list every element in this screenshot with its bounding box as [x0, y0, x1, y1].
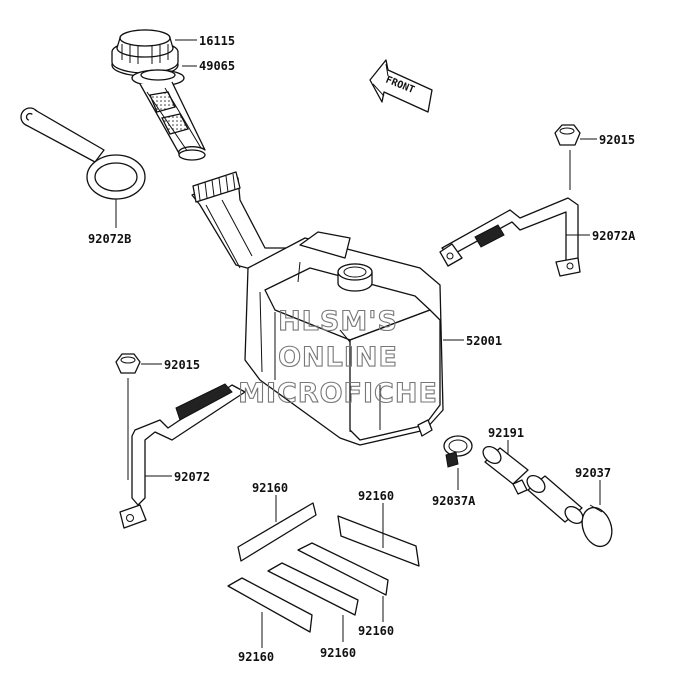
label-nut-upper: 92015: [599, 133, 635, 147]
clamp-small: [443, 435, 473, 468]
label-cap-strap: 92072B: [88, 232, 131, 246]
label-hose: 92191: [488, 426, 524, 440]
label-cap: 16115: [199, 34, 235, 48]
watermark-line-3: MICROFICHE: [238, 378, 438, 409]
fuel-hose: [482, 445, 584, 525]
fuel-cap: [111, 29, 179, 77]
label-nut-lower: 92015: [164, 358, 200, 372]
cap-strap: [20, 107, 146, 200]
pad-lower-middle: [267, 562, 359, 616]
label-band-lower: 92072: [174, 470, 210, 484]
label-tank: 52001: [466, 334, 502, 348]
label-band-upper: 92072A: [592, 229, 636, 243]
label-pad-3: 92160: [358, 624, 394, 638]
nut-lower: [115, 353, 141, 480]
label-pad-2: 92160: [358, 489, 394, 503]
watermark-line-1: HLSM'S: [278, 306, 398, 337]
fuel-tank: [191, 171, 444, 446]
label-clamp-large: 92037: [575, 466, 611, 480]
nut-upper: [554, 124, 581, 190]
clamp-large: [581, 504, 613, 548]
front-arrow: FRONT: [369, 59, 433, 113]
watermark: HLSM'S ONLINE MICROFICHE: [238, 305, 438, 409]
band-lower: [119, 383, 246, 529]
label-pad-5: 92160: [238, 650, 274, 664]
pad-middle: [297, 542, 389, 596]
pad-top-right: [337, 515, 420, 567]
band-upper: [439, 197, 581, 277]
label-pad-1: 92160: [252, 481, 288, 495]
strainer: [131, 69, 206, 161]
part-labels: 16115 49065 92072B 92015 92072A 52001 92…: [88, 34, 636, 664]
leader-lines: [115, 39, 601, 648]
label-strainer: 49065: [199, 59, 235, 73]
pads: [227, 502, 420, 633]
label-clamp-small: 92037A: [432, 494, 476, 508]
pad-top-left: [237, 502, 317, 562]
pad-bottom-left: [227, 577, 313, 633]
watermark-line-2: ONLINE: [278, 342, 398, 373]
label-pad-4: 92160: [320, 646, 356, 660]
